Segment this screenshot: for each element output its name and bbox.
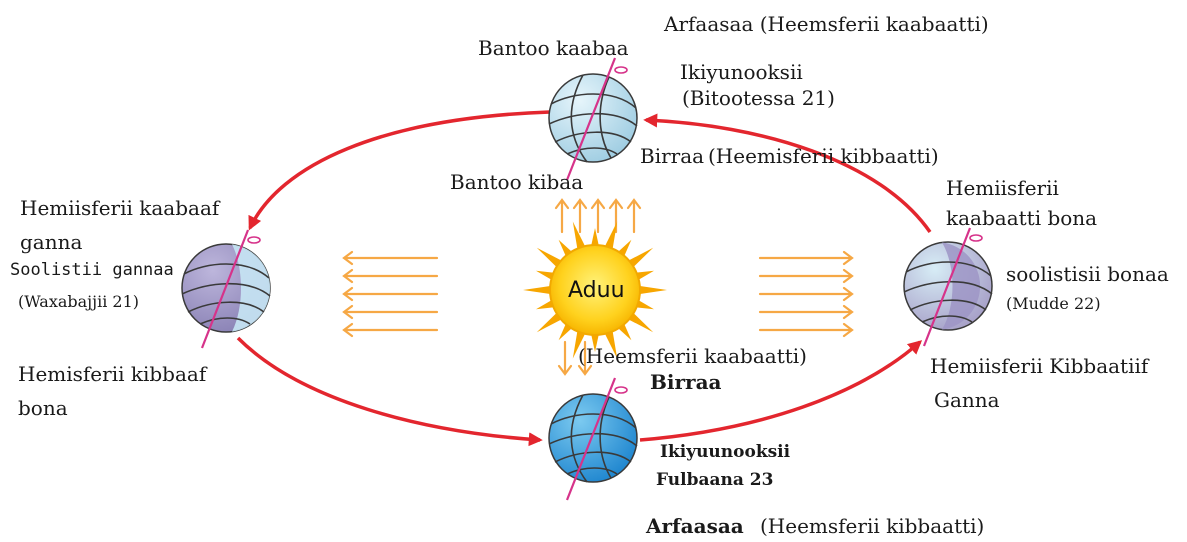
left-south-hemi-line1: Hemisferii kibbaaf: [18, 362, 207, 386]
left-north-hemi-line2: ganna: [20, 230, 83, 254]
globe-top: [548, 57, 638, 181]
top-equinox-date: (Bitootessa 21): [682, 86, 835, 110]
right-solstice-name: soolistisii bonaa: [1006, 262, 1169, 286]
light-arrows-up: [554, 198, 642, 234]
bottom-north-season-word: Birraa: [650, 370, 722, 394]
top-north-pole: Bantoo kaabaa: [478, 36, 629, 60]
top-south-season-word: Birraa: [640, 144, 705, 168]
right-south-hemi-line2: Ganna: [934, 388, 1000, 412]
globe-right: [903, 227, 993, 347]
light-arrows-right: [758, 250, 854, 338]
top-equinox-name: Ikiyunooksii: [680, 60, 803, 84]
globe-right-axis: [922, 227, 972, 347]
left-north-hemi-line1: Hemiisferii kaabaaf: [20, 196, 220, 220]
orbit: [236, 110, 932, 447]
bottom-south-season-hemi: (Heemsferii kibbaatti): [760, 514, 985, 538]
bottom-equinox-date: Fulbaana 23: [656, 470, 774, 490]
light-arrows-down: [557, 340, 593, 376]
bottom-north-season-hemi: (Heemsferii kaabaatti): [578, 344, 807, 368]
right-north-hemi-line2: kaabaatti bona: [946, 206, 1098, 230]
right-solstice-date: (Mudde 22): [1006, 294, 1101, 313]
bottom-equinox-name: Ikiyuunooksii: [660, 442, 791, 462]
sun-ray: [523, 285, 556, 295]
orbit-arc-top-right: [643, 113, 932, 233]
orbit-arc-bottom-right: [639, 340, 923, 442]
globe-bottom-axis: [565, 377, 617, 501]
right-south-hemi-line1: Hemiisferii Kibbaatiif: [930, 354, 1149, 378]
top-north-season: Arfaasaa (Heemsferii kaabaatti): [664, 12, 989, 36]
sun: [523, 221, 667, 359]
sun-light-arrows: [342, 198, 854, 376]
orbit-arc-top-left: [248, 110, 551, 231]
right-north-hemi-line1: Hemiisferii: [946, 176, 1059, 200]
globe-top-axis: [565, 57, 617, 181]
sun-label: Aduu: [568, 278, 625, 303]
bottom-south-season-word: Arfaasaa: [646, 514, 744, 538]
top-south-pole: Bantoo kibaa: [450, 170, 584, 194]
globe-bottom: [548, 377, 638, 501]
left-solstice-date: (Waxabajjii 21): [18, 292, 140, 311]
left-south-hemi-line2: bona: [18, 396, 68, 420]
left-solstice-name: Soolistii gannaa: [10, 260, 174, 280]
top-south-season-hemi: (Heemisferii kibbaatti): [708, 144, 939, 168]
light-arrows-left: [342, 250, 439, 338]
sun-ray: [634, 285, 667, 295]
globe-left-axis: [200, 229, 250, 349]
orbit-arc-bottom-left: [236, 336, 543, 447]
globe-left: [181, 229, 271, 349]
